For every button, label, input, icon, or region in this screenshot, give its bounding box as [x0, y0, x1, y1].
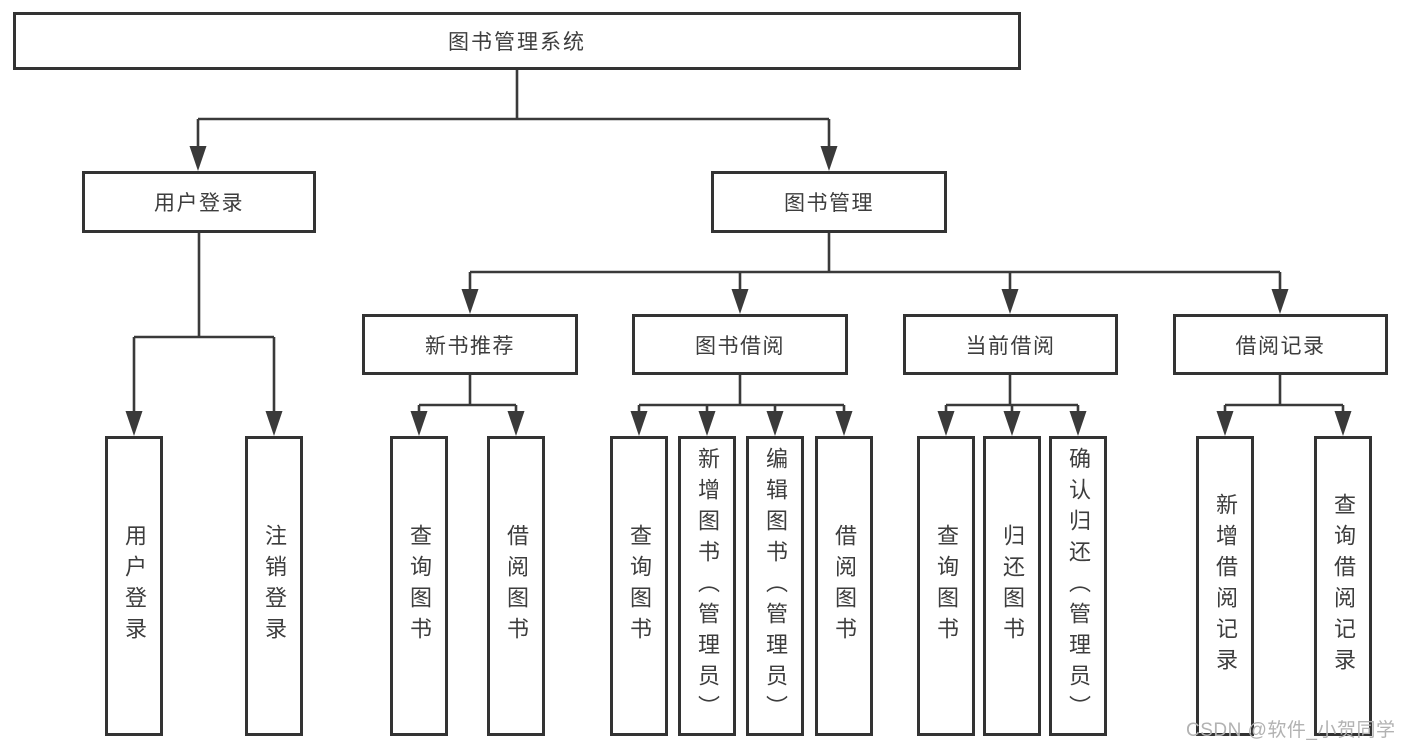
- leaf-user-login: 用户登录: [105, 436, 163, 736]
- leaf-add-book-admin: 新增图书（管理员）: [678, 436, 736, 736]
- node-book-borrow: 图书借阅: [632, 314, 848, 375]
- arrowhead-icon: [507, 411, 525, 436]
- node-label: 用户登录: [154, 192, 244, 215]
- arrowhead-icon: [698, 411, 716, 436]
- node-label: 新增图书（管理员）: [695, 446, 720, 726]
- leaf-query-borrow-record: 查询借阅记录: [1314, 436, 1372, 736]
- node-label: 借阅记录: [1235, 334, 1326, 358]
- node-label: 当前借阅: [965, 334, 1056, 358]
- leaf-return-book: 归还图书: [983, 436, 1041, 736]
- arrowhead-icon: [461, 289, 479, 314]
- node-label: 借阅图书: [832, 524, 857, 648]
- arrowhead-icon: [630, 411, 648, 436]
- node-label: 查询图书: [627, 524, 652, 648]
- leaf-borrow-book-recommend: 借阅图书: [487, 436, 545, 736]
- arrowhead-icon: [937, 411, 955, 436]
- arrowhead-icon: [125, 411, 143, 436]
- node-borrow-records: 借阅记录: [1173, 314, 1388, 375]
- node-label: 查询图书: [934, 524, 959, 648]
- node-label: 图书管理系统: [448, 31, 586, 54]
- arrowhead-icon: [189, 146, 207, 171]
- node-label: 编辑图书（管理员）: [763, 446, 788, 726]
- arrowhead-icon: [1271, 289, 1289, 314]
- leaf-borrow-book: 借阅图书: [815, 436, 873, 736]
- node-current-borrow: 当前借阅: [903, 314, 1118, 375]
- node-new-book-recommend: 新书推荐: [362, 314, 578, 375]
- node-root-system: 图书管理系统: [13, 12, 1021, 70]
- node-label: 图书借阅: [695, 334, 785, 358]
- arrowhead-icon: [1001, 289, 1019, 314]
- node-label: 注销登录: [262, 524, 287, 648]
- node-label: 新增借阅记录: [1213, 493, 1238, 679]
- node-label: 查询借阅记录: [1331, 493, 1356, 679]
- leaf-add-borrow-record: 新增借阅记录: [1196, 436, 1254, 736]
- arrowhead-icon: [1069, 411, 1087, 436]
- arrowhead-icon: [410, 411, 428, 436]
- leaf-confirm-return-admin: 确认归还（管理员）: [1049, 436, 1107, 736]
- arrowhead-icon: [265, 411, 283, 436]
- leaf-edit-book-admin: 编辑图书（管理员）: [746, 436, 804, 736]
- node-label: 查询图书: [407, 524, 432, 648]
- arrowhead-icon: [1003, 411, 1021, 436]
- node-label: 图书管理: [784, 192, 874, 215]
- node-label: 借阅图书: [504, 524, 529, 648]
- leaf-query-books-current: 查询图书: [917, 436, 975, 736]
- leaf-query-books-recommend: 查询图书: [390, 436, 448, 736]
- arrowhead-icon: [1334, 411, 1352, 436]
- node-label: 归还图书: [1000, 524, 1025, 648]
- node-user-login: 用户登录: [82, 171, 316, 233]
- arrowhead-icon: [1216, 411, 1234, 436]
- node-label: 新书推荐: [425, 334, 515, 358]
- leaf-query-books-borrow: 查询图书: [610, 436, 668, 736]
- arrowhead-icon: [835, 411, 853, 436]
- node-label: 用户登录: [122, 524, 147, 648]
- leaf-logout: 注销登录: [245, 436, 303, 736]
- node-book-management: 图书管理: [711, 171, 947, 233]
- arrowhead-icon: [820, 146, 838, 171]
- arrowhead-icon: [766, 411, 784, 436]
- arrowhead-icon: [731, 289, 749, 314]
- node-label: 确认归还（管理员）: [1066, 446, 1091, 726]
- csdn-watermark: CSDN @软件_小贺同学: [1186, 720, 1396, 741]
